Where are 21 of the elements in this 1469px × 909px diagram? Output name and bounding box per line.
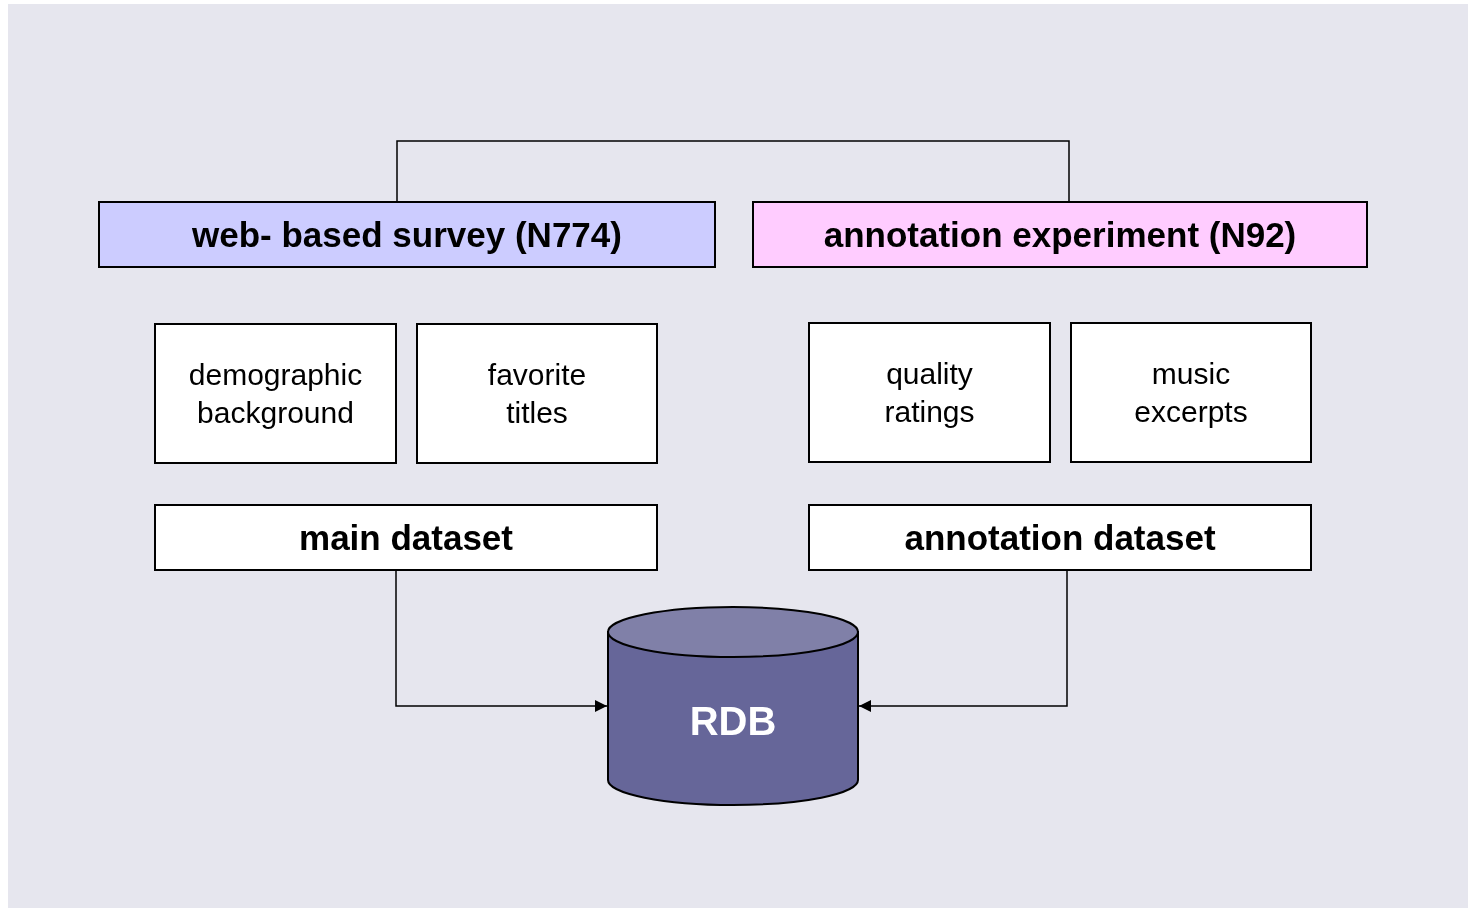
arrow: [858, 570, 1068, 712]
database-label: RDB: [689, 698, 777, 745]
dataset-box: [154, 504, 658, 571]
data-item-box: [808, 322, 1051, 463]
connector-line: [396, 140, 1070, 202]
box-label: web- based survey (N774): [192, 213, 622, 256]
data-item-box: [154, 323, 397, 464]
data-item-box: [416, 323, 658, 464]
arrow: [395, 570, 608, 712]
dataset-box: [808, 504, 1312, 571]
database-cylinder: [607, 606, 859, 806]
group-header-box: [98, 201, 716, 268]
box-label: quality ratings: [883, 356, 976, 430]
group-header-box: [752, 201, 1368, 268]
box-label: annotation experiment (N92): [823, 213, 1297, 256]
data-item-box: [1070, 322, 1312, 463]
box-label: favorite titles: [486, 357, 588, 431]
box-label: main dataset: [299, 516, 513, 559]
box-label: music excerpts: [1133, 356, 1249, 430]
box-label: annotation dataset: [904, 516, 1216, 559]
box-label: demographic background: [188, 357, 363, 431]
